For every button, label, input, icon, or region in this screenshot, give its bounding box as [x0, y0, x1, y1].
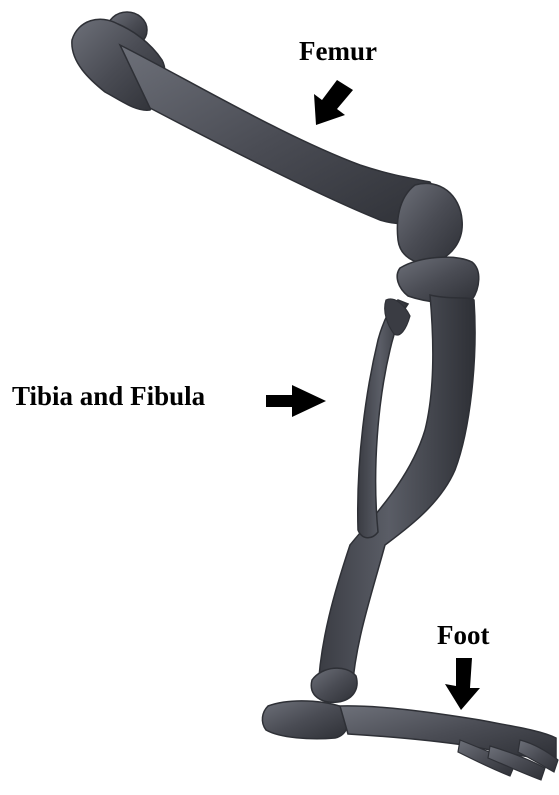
- foot-bones: [262, 701, 558, 780]
- femur-bone: [72, 12, 462, 263]
- arrow-down-icon: [445, 658, 480, 710]
- arrow-right-icon: [266, 385, 326, 417]
- foot-label: Foot: [437, 622, 489, 649]
- arrow-down-left-icon: [314, 80, 353, 125]
- femur-label: Femur: [299, 38, 377, 65]
- tibia-fibula-label: Tibia and Fibula: [12, 383, 205, 410]
